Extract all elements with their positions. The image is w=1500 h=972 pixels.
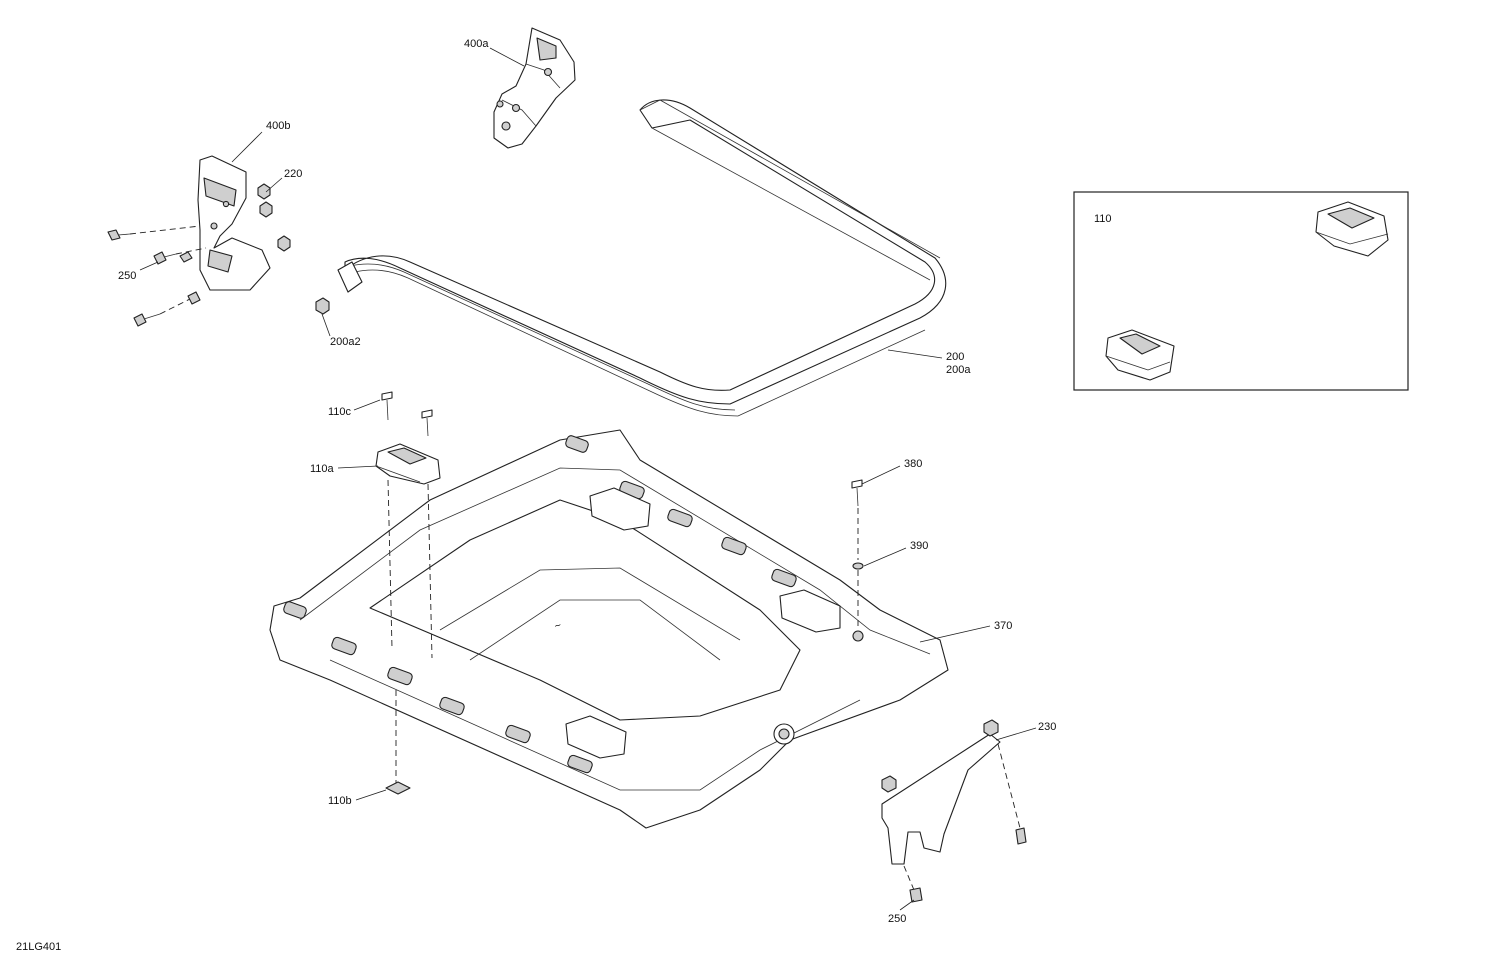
bolt-250-lower[interactable] <box>133 313 161 327</box>
tie-down-110a[interactable] <box>375 443 441 485</box>
callout-370: 370 <box>994 620 1012 632</box>
callout-110a: 110a <box>310 463 335 475</box>
callout-230: 230 <box>1038 721 1056 733</box>
bolt-110c-a[interactable] <box>381 391 393 421</box>
bolt-250-lower-small[interactable] <box>187 291 201 305</box>
bracket-400b[interactable] <box>197 155 291 291</box>
bolt-380[interactable] <box>851 479 863 507</box>
bracket-230[interactable] <box>881 719 1001 865</box>
leader-lines <box>139 47 1037 911</box>
nut-200a2[interactable] <box>315 297 330 315</box>
callout-380: 380 <box>904 458 922 470</box>
callout-200: 200 <box>946 351 964 363</box>
callout-390: 390 <box>910 540 928 552</box>
callout-110c: 110c <box>328 406 352 418</box>
tie-down-110-large[interactable] <box>1315 201 1389 257</box>
callout-250-lower: 250 <box>888 913 906 925</box>
callout-400a: 400a <box>464 38 489 50</box>
rack-slots <box>283 435 797 774</box>
rail-200[interactable] <box>337 99 947 417</box>
callout-400b: 400b <box>266 120 290 132</box>
bolt-250-bracket[interactable] <box>909 887 923 903</box>
bolt-250-small[interactable] <box>179 251 193 263</box>
callout-200a2: 200a2 <box>330 336 361 348</box>
bracket-400a[interactable] <box>493 27 576 149</box>
rack-370[interactable]: ~ <box>269 429 949 829</box>
callout-200a: 200a <box>946 364 971 376</box>
drawing-code: 21LG401 <box>16 941 61 953</box>
washer-390[interactable] <box>852 562 864 570</box>
rack-logo: ~ <box>553 619 563 632</box>
bolt-250-upper[interactable] <box>107 229 131 241</box>
callout-220: 220 <box>284 168 302 180</box>
callout-110b: 110b <box>328 795 352 807</box>
bolt-250-middle[interactable] <box>153 251 177 265</box>
inset-110 <box>1073 191 1409 391</box>
callout-110: 110 <box>1094 213 1112 225</box>
callout-250-upper: 250 <box>118 270 136 282</box>
nut-plate-110b[interactable] <box>385 781 411 795</box>
bolt-230[interactable] <box>1015 827 1027 845</box>
bolt-110c-b[interactable] <box>421 409 433 437</box>
tie-down-110-small[interactable] <box>1105 329 1175 381</box>
